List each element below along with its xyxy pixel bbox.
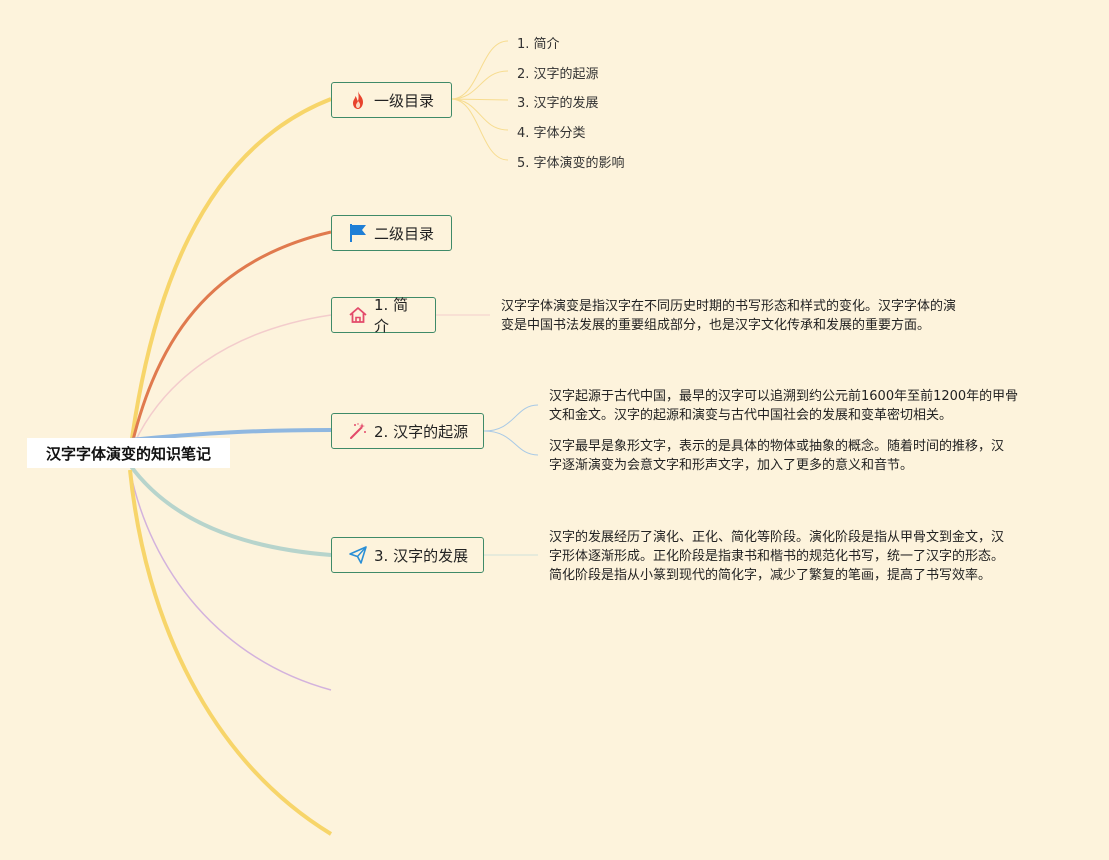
magic-wand-icon (348, 421, 368, 441)
note-line: 文和金文。汉字的起源和演变与古代中国社会的发展和变革密切相关。 (549, 408, 953, 423)
branch-origin (129, 428, 332, 442)
note-line: 汉字最早是象形文字，表示的是具体的物体或抽象的概念。随着时间的推移，汉 (549, 439, 1005, 454)
note-intro[interactable]: 汉字字体演变是指汉字在不同历史时期的书写形态和样式的变化。汉字字体的演 变是中国… (501, 297, 956, 335)
root-topic[interactable]: 汉字字体演变的知识笔记 (27, 438, 230, 468)
branch-empty-yellow (128, 469, 333, 836)
origin-note-connectors (483, 404, 539, 456)
note-line: 字逐渐演变为会意文字和形声文字，加入了更多的意义和音节。 (549, 458, 914, 473)
toc-item[interactable]: 1. 简介 (517, 37, 560, 52)
note-line: 字形体逐渐形成。正化阶段是指隶书和楷书的规范化书写，统一了汉字的形态。 (549, 549, 1005, 564)
branch-level1 (128, 97, 332, 454)
toc-item[interactable]: 3. 汉字的发展 (517, 96, 599, 111)
note-line: 汉字字体演变是指汉字在不同历史时期的书写形态和样式的变化。汉字字体的演 (501, 299, 957, 314)
note-development[interactable]: 汉字的发展经历了演化、正化、简化等阶段。演化阶段是指从甲骨文到金文，汉 字形体逐… (549, 528, 1004, 585)
branch-level2 (128, 230, 332, 454)
fire-icon (348, 90, 368, 110)
note-line: 简化阶段是指从小篆到现代的简化字，减少了繁复的笔画，提高了书写效率。 (549, 568, 992, 583)
home-icon (348, 305, 368, 325)
note-origin-1[interactable]: 汉字起源于古代中国，最早的汉字可以追溯到约公元前1600年至前1200年的甲骨 … (549, 387, 1018, 425)
note-line: 变是中国书法发展的重要组成部分，也是汉字文化传承和发展的重要方面。 (501, 318, 931, 333)
node-intro-label: 1. 简介 (374, 296, 409, 335)
node-level2-label: 二级目录 (374, 224, 435, 243)
paper-plane-icon (348, 545, 368, 565)
node-level1-label: 一级目录 (374, 91, 435, 110)
node-development-label: 3. 汉字的发展 (374, 546, 469, 565)
toc-connectors (450, 40, 509, 161)
node-origin[interactable]: 2. 汉字的起源 (331, 413, 484, 449)
root-title: 汉字字体演变的知识笔记 (45, 444, 211, 463)
note-origin-2[interactable]: 汉字最早是象形文字，表示的是具体的物体或抽象的概念。随着时间的推移，汉 字逐渐演… (549, 437, 1004, 475)
node-intro[interactable]: 1. 简介 (331, 296, 436, 335)
toc-item[interactable]: 2. 汉字的起源 (517, 67, 599, 82)
note-line: 汉字起源于古代中国，最早的汉字可以追溯到约公元前1600年至前1200年的甲骨 (549, 389, 1019, 404)
branch-empty-purple (129, 469, 332, 691)
node-level2[interactable]: 二级目录 (331, 215, 452, 251)
toc-item[interactable]: 5. 字体演变的影响 (517, 156, 625, 171)
branch-intro (129, 314, 332, 454)
note-line: 汉字的发展经历了演化、正化、简化等阶段。演化阶段是指从甲骨文到金文，汉 (549, 530, 1005, 545)
node-level1[interactable]: 一级目录 (331, 82, 452, 118)
node-development[interactable]: 3. 汉字的发展 (331, 537, 484, 573)
flag-icon (348, 223, 368, 243)
node-origin-label: 2. 汉字的起源 (374, 422, 469, 441)
toc-item[interactable]: 4. 字体分类 (517, 126, 586, 141)
branch-development (128, 463, 332, 557)
